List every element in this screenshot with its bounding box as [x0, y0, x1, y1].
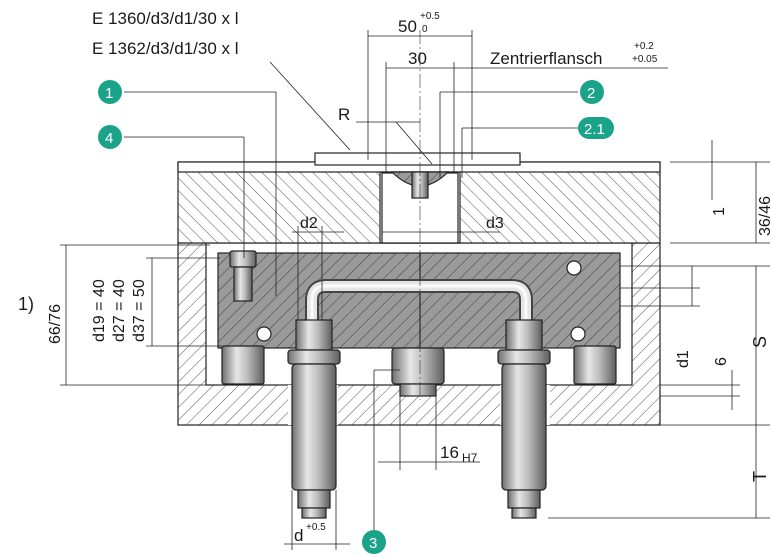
dim-d-bottom: d [294, 526, 303, 545]
callout-4-bubble [98, 125, 122, 149]
right-cylinder [497, 319, 551, 519]
callout-1: 1 [98, 80, 122, 104]
footnote-marker: 1) [18, 294, 34, 314]
dim-bore: 16 [440, 443, 459, 462]
dimension-lines [60, 30, 770, 550]
dim-d2: d2 [300, 215, 318, 232]
center-piston [391, 347, 445, 397]
callout-2-1-bubble [578, 117, 614, 139]
flange-tol-lower: +0.05 [632, 54, 658, 65]
dim-inner-width: 30 [408, 49, 427, 68]
callout-3-label: 3 [369, 535, 377, 552]
dim-plate-height: 36/46 [757, 196, 772, 236]
callout-2: 2 [580, 80, 604, 104]
dim-six: 6 [713, 357, 730, 366]
designation-1360: E 1360/d3/d1/30 x l [92, 9, 239, 28]
dim-d-bottom-tol: +0.5 [306, 522, 326, 533]
callout-3-bubble [362, 530, 386, 554]
hydraulic-block [217, 252, 621, 349]
dim-top-width: 50 [398, 17, 417, 36]
dim-66-76: 66/76 [47, 304, 64, 344]
flange-tol-upper: +0.2 [634, 41, 654, 52]
callout-2-label: 2 [587, 85, 595, 102]
dim-bore-tol: H7 [462, 451, 478, 465]
screw-element [229, 250, 257, 302]
centering-flange-label: Zentrierflansch [490, 49, 602, 68]
callout-2-1-label: 2.1 [584, 121, 605, 138]
callout-1-bubble [98, 80, 122, 104]
dim-T: T [750, 471, 770, 482]
leader-lines [124, 61, 578, 532]
dim-d37: d37 = 50 [131, 279, 148, 342]
dim-S: S [750, 336, 770, 348]
callout-1-label: 1 [105, 85, 113, 102]
dim-d19: d19 = 40 [91, 279, 108, 342]
callout-3: 3 [362, 530, 386, 554]
callout-4-label: 4 [105, 130, 113, 147]
dim-one: 1 [711, 207, 728, 216]
callout-2-1: 2.1 [578, 117, 614, 139]
dim-top-width-tol-lower: 0 [422, 24, 428, 35]
dim-d3: d3 [486, 215, 504, 232]
callout-2-bubble [580, 80, 604, 104]
dim-d1: d1 [675, 350, 692, 368]
radius-label: R [338, 105, 350, 124]
designation-1362: E 1362/d3/d1/30 x l [92, 39, 239, 58]
callout-4: 4 [98, 125, 122, 149]
dim-d27: d27 = 40 [111, 279, 128, 342]
support-pads [221, 345, 617, 385]
left-cylinder [287, 319, 341, 519]
dim-top-width-tol-upper: +0.5 [420, 11, 440, 22]
connecting-pipe [305, 279, 533, 322]
